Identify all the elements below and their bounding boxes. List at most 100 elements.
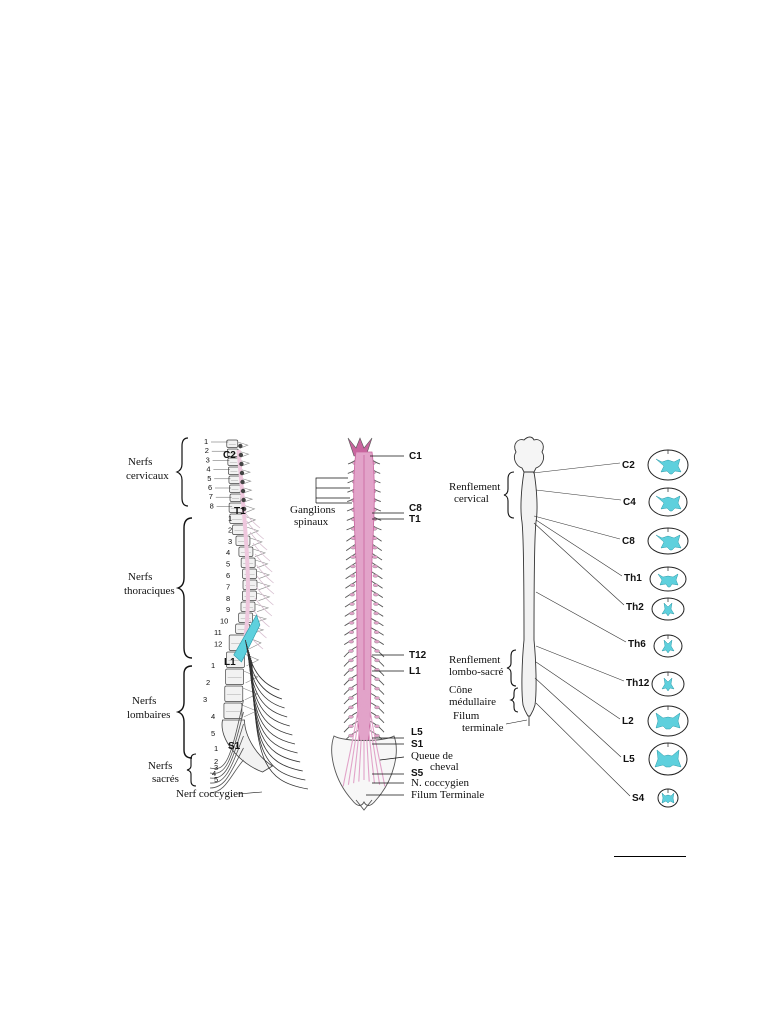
sacral-nerve-number: 1 bbox=[214, 744, 218, 753]
coccygeal-nerve-label: Nerf coccygien bbox=[176, 788, 244, 800]
cervical-nerve-number: 1 bbox=[204, 437, 208, 446]
section-leader bbox=[536, 703, 630, 796]
section-leader bbox=[536, 592, 626, 642]
vertebra-body bbox=[226, 669, 244, 685]
spinal-ganglion bbox=[349, 650, 354, 653]
spinal-ganglion bbox=[375, 706, 380, 709]
spinal-ganglion bbox=[349, 678, 354, 681]
spinal-ganglion bbox=[374, 640, 379, 643]
spinal-ganglion bbox=[375, 678, 380, 681]
spinal-ganglion bbox=[374, 621, 379, 624]
cauda-root-lateral bbox=[249, 652, 295, 744]
spinal-ganglion bbox=[375, 659, 380, 662]
c8-label: C8 bbox=[409, 503, 422, 514]
cervical-nerve-number: 3 bbox=[206, 455, 210, 464]
section-label: Th1 bbox=[624, 573, 642, 584]
t1-label: T1 bbox=[409, 514, 421, 525]
section-leader bbox=[535, 678, 621, 757]
cervical-root-ganglion bbox=[240, 471, 244, 475]
lumbosacral-enlargement-brace bbox=[507, 650, 516, 686]
lumbar-nerve-number: 2 bbox=[206, 678, 210, 687]
conus-label: Cône médullaire bbox=[449, 684, 496, 708]
thoracic-nerve-number: 9 bbox=[226, 605, 230, 614]
spinal-ganglion bbox=[349, 734, 354, 737]
cervical-nerve-number: 5 bbox=[207, 474, 211, 483]
cervical-nerve-number: 8 bbox=[210, 501, 214, 510]
vertebra-body bbox=[243, 580, 257, 590]
vertebra-body bbox=[230, 494, 241, 502]
cervical-root-ganglion bbox=[239, 453, 243, 457]
spinal-ganglion bbox=[375, 725, 380, 728]
ganglions-leaders bbox=[316, 478, 352, 503]
l5-label: L5 bbox=[411, 727, 423, 738]
filum-terminale-mid-label: Filum Terminale bbox=[411, 789, 484, 801]
section-leader bbox=[536, 520, 622, 576]
spinal-ganglion bbox=[373, 593, 378, 596]
spinal-ganglion bbox=[349, 631, 354, 634]
s1-label: S1 bbox=[411, 739, 424, 750]
section-label: Th12 bbox=[626, 678, 650, 689]
cervical-brace bbox=[177, 438, 188, 506]
cross-section-c4: C4 bbox=[536, 488, 687, 516]
thoracic-root bbox=[255, 554, 272, 572]
spinal-ganglion bbox=[374, 631, 379, 634]
thoracic-brace bbox=[178, 518, 192, 658]
spinal-ganglion bbox=[373, 556, 378, 559]
thoracic-root bbox=[255, 598, 272, 616]
cervical-enlargement-brace bbox=[504, 472, 514, 518]
cross-section-panel: Renflement cervical Renflement lombo-sac… bbox=[449, 437, 688, 807]
spinal-ganglion bbox=[350, 565, 355, 568]
brainstem-outline bbox=[514, 437, 543, 472]
thoracic-nerve-number: 5 bbox=[226, 560, 230, 569]
vertebra-body bbox=[229, 476, 240, 484]
spinal-ganglion bbox=[375, 697, 380, 700]
thoracic-root bbox=[257, 565, 274, 583]
cauda-root-lateral bbox=[248, 648, 290, 726]
lumbar-nerve-number: 5 bbox=[211, 729, 215, 738]
cervical-nerve-number: 7 bbox=[209, 492, 213, 501]
spinal-ganglion bbox=[351, 556, 356, 559]
cord-outline bbox=[521, 472, 537, 716]
spinal-ganglion bbox=[350, 584, 355, 587]
thoracic-nerve-number: 7 bbox=[226, 582, 230, 591]
t12-label: T12 bbox=[409, 650, 427, 661]
lumbar-brace bbox=[178, 666, 192, 758]
section-leader bbox=[536, 490, 621, 500]
lumbar-nerve-number: 1 bbox=[211, 661, 215, 670]
vertebra-body bbox=[227, 440, 238, 448]
c1-label: C1 bbox=[409, 451, 422, 462]
t1-vertebra-label: T1 bbox=[234, 506, 246, 517]
section-label: L5 bbox=[623, 754, 635, 765]
lumbar-nerve-number: 3 bbox=[203, 695, 207, 704]
spinal-ganglion bbox=[373, 565, 378, 568]
spinal-ganglion bbox=[374, 612, 379, 615]
coccygeal-nerve-mid-label: N. coccygien bbox=[411, 777, 470, 789]
spinal-ganglion bbox=[349, 687, 354, 690]
spinal-ganglion bbox=[372, 546, 377, 549]
thoracic-nerve-number: 12 bbox=[214, 639, 222, 648]
spinal-ganglion bbox=[350, 574, 355, 577]
spinal-ganglion bbox=[375, 715, 380, 718]
ganglions-label: Ganglions spinaux bbox=[290, 504, 338, 528]
section-leader bbox=[534, 523, 624, 605]
vertebra-body bbox=[228, 467, 239, 475]
lumbosacral-enlargement-label: Renflement lombo-sacré bbox=[449, 654, 503, 678]
cervical-root-ganglion bbox=[239, 462, 243, 466]
cervical-root-ganglion bbox=[241, 498, 245, 502]
cross-section-c2: C2 bbox=[533, 450, 688, 480]
thoracic-nerve-number: 1 bbox=[228, 514, 232, 523]
cervical-nerve-number: 6 bbox=[208, 483, 212, 492]
lumbar-nerve-number: 4 bbox=[211, 712, 215, 721]
l1-vertebra-label: L1 bbox=[224, 657, 236, 668]
section-leader bbox=[533, 463, 620, 473]
cervical-enlargement-label: Renflement cervical bbox=[449, 481, 503, 505]
cervical-nerve-number: 2 bbox=[205, 446, 209, 455]
cross-sections: C2C4C8Th1Th2Th6Th12L2L5S4 bbox=[533, 450, 688, 807]
spinal-ganglion bbox=[373, 584, 378, 587]
s1-vertebra-label: S1 bbox=[228, 741, 241, 752]
thoracic-nerve-number: 4 bbox=[226, 548, 230, 557]
spinal-ganglion bbox=[374, 603, 379, 606]
thoracic-nerve-number: 3 bbox=[228, 537, 232, 546]
sacral-group-label: Nerfs sacrés bbox=[148, 760, 179, 785]
